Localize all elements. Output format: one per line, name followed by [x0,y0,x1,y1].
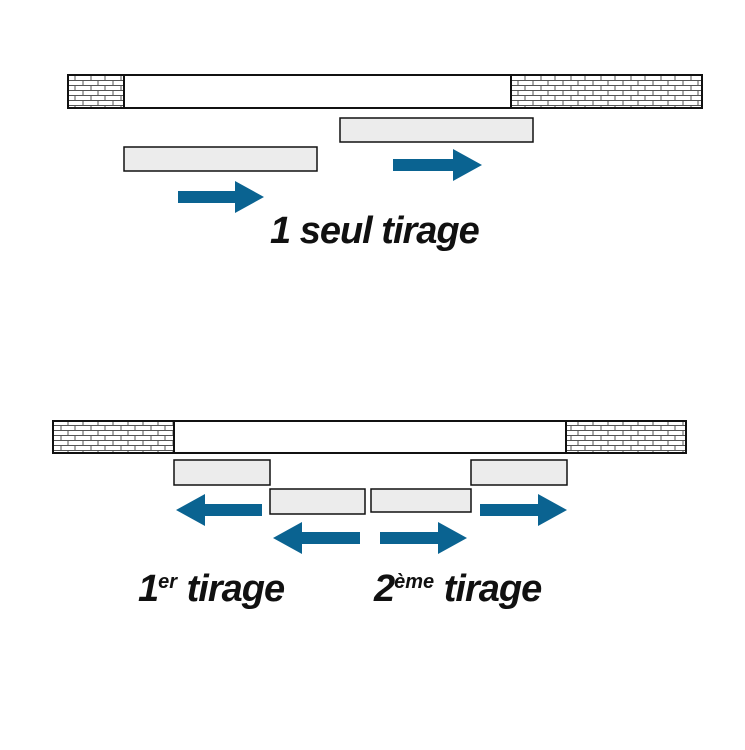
door-opening [173,420,567,454]
caption-first-pull: 1er tirage [138,568,285,610]
door-opening [123,74,512,109]
double-pull-diagram [52,420,687,554]
arrow-left [176,494,262,526]
caption-text: tirage [443,568,542,610]
wall-brick-right [565,420,687,454]
arrow-right [480,494,567,526]
caption-single-pull: 1 seul tirage [270,210,480,252]
door-panel-outer-right [470,459,568,486]
door-panel-inner-right [370,488,472,513]
wall-brick-right [510,74,703,109]
caption-number: 1 [270,210,291,252]
caption-text: seul tirage [299,210,480,252]
single-pull-diagram [67,74,703,213]
arrow-left [273,522,360,554]
caption-superscript: ème [394,571,435,593]
caption-second-pull: 2ème tirage [374,568,542,610]
door-panel-inner-left [269,488,366,515]
caption-text: tirage [186,568,285,610]
arrow-right [178,181,264,213]
caption-number: 2 [374,568,395,610]
caption-number: 1 [138,568,159,610]
arrow-right [380,522,467,554]
door-panel-lower [123,146,318,172]
wall-brick-left [52,420,175,454]
arrow-right [393,149,482,181]
door-panel-upper [339,117,534,143]
wall-brick-left [67,74,125,109]
door-panel-outer-left [173,459,271,486]
caption-superscript: er [158,571,178,593]
